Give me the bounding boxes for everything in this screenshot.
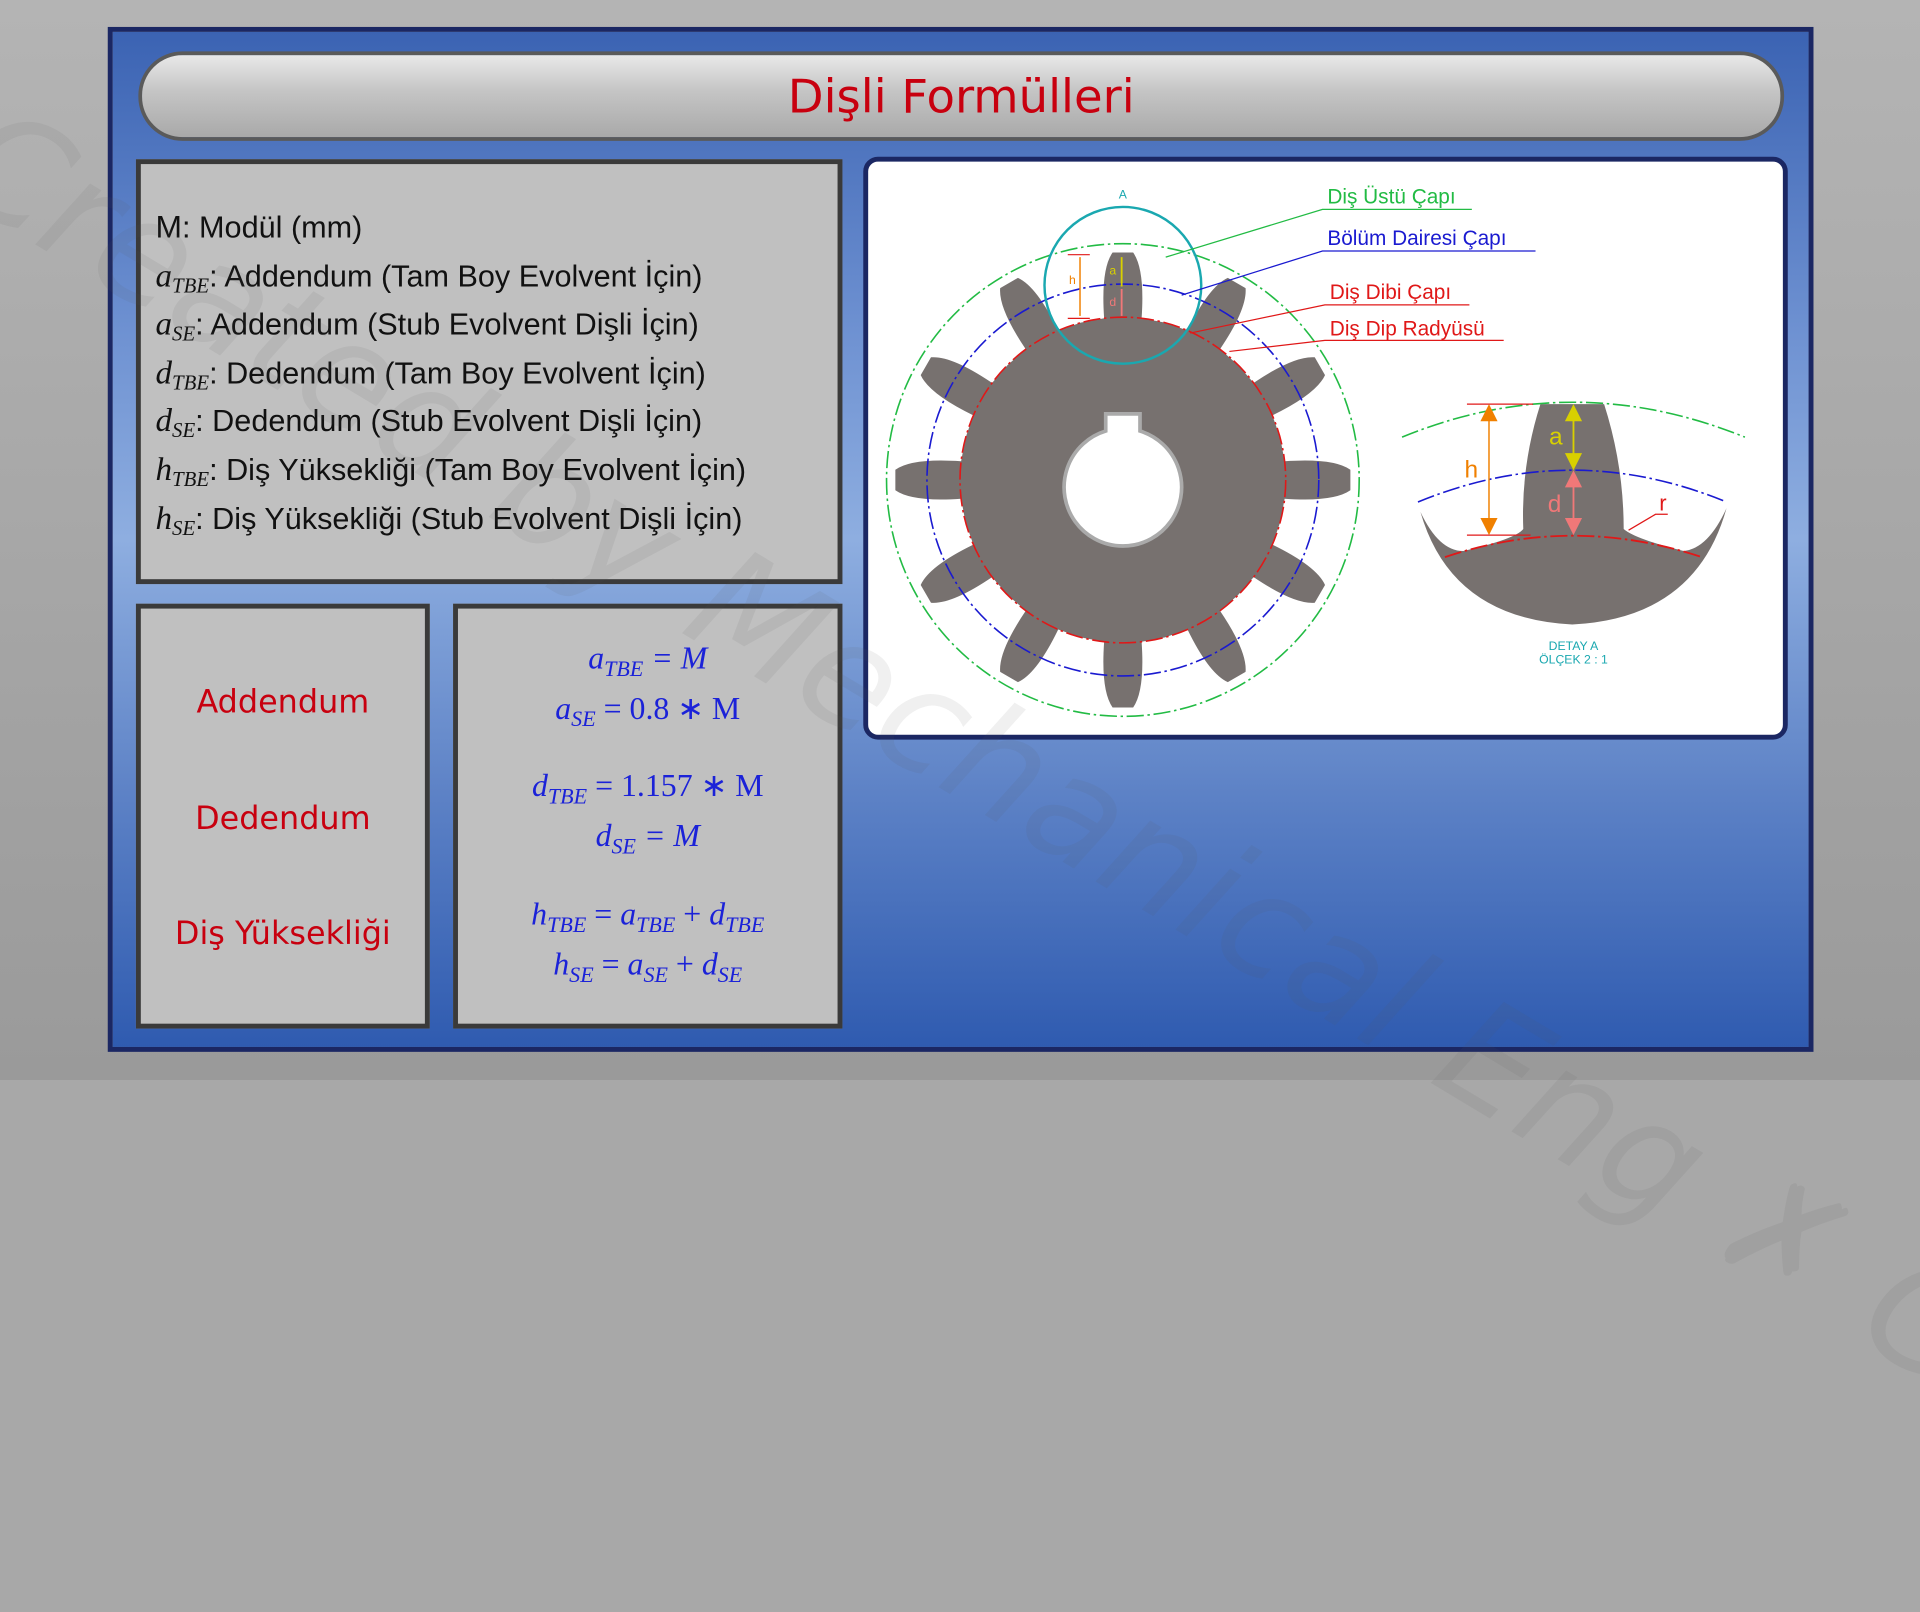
- definition-symbol: aTBE: [156, 257, 210, 299]
- definition-row: hSE : Diş Yüksekliği (Stub Evolvent Dişl…: [156, 499, 838, 547]
- gear-drawing: A h a d Diş Üstü Çapı Bölüm Dairesi Çapı…: [885, 185, 1746, 718]
- a-label-small: a: [1109, 263, 1116, 277]
- definition-row: aSE : Addendum (Stub Evolvent Dişli İçin…: [156, 305, 838, 353]
- definition-text: : Addendum (Stub Evolvent Dişli İçin): [195, 307, 699, 342]
- formulas-box: aTBE = M aSE = 0.8 ∗ M dTBE = 1.157 ∗ M …: [453, 603, 843, 1029]
- definition-text: : Diş Yüksekliği (Tam Boy Evolvent İçin): [209, 453, 747, 488]
- definition-symbol: dTBE: [156, 354, 210, 396]
- r-label: r: [1659, 491, 1666, 516]
- detail-title: DETAY A: [1549, 639, 1599, 653]
- definition-text: : Diş Yüksekliği (Stub Evolvent Dişli İç…: [195, 501, 743, 536]
- detail-circle: [1043, 205, 1203, 365]
- label-dedendum: Dedendum: [195, 800, 371, 838]
- formula-labels-box: Addendum Dedendum Diş Yüksekliği: [135, 603, 430, 1029]
- definition-symbol: dSE: [156, 402, 196, 444]
- symbol-sub: TBE: [172, 467, 210, 491]
- callout-pitch-diameter: Bölüm Dairesi Çapı: [1327, 227, 1506, 250]
- label-tooth-height: Diş Yüksekliği: [174, 915, 391, 953]
- detail-view: h a d r DETAY A ÖLÇEK 2 : 1: [1401, 401, 1746, 667]
- symbol-base: a: [155, 305, 173, 342]
- pitch-leader: [1181, 250, 1536, 296]
- detail-marker: A: [1119, 187, 1128, 201]
- callout-tip-diameter: Diş Üstü Çapı: [1327, 185, 1455, 208]
- symbol-base: h: [155, 450, 173, 488]
- formula-d-tbe: dTBE = 1.157 ∗ M: [531, 767, 764, 809]
- definition-row: hTBE : Diş Yüksekliği (Tam Boy Evolvent …: [156, 451, 838, 499]
- slide: Dişli Formülleri M : Modül (mm) aTBE : A…: [0, 0, 1920, 1081]
- bore-with-keyway: [1062, 412, 1184, 548]
- root-circle: [959, 316, 1287, 644]
- pitch-circle: [926, 283, 1320, 677]
- definition-symbol: aSE: [156, 305, 196, 347]
- symbol-base: h: [155, 499, 173, 536]
- symbol-base: d: [155, 402, 173, 439]
- definition-row: dTBE : Dedendum (Tam Boy Evolvent İçin): [156, 354, 838, 402]
- formula-a-tbe: aTBE = M: [588, 640, 708, 681]
- formula-h-tbe: hTBE = aTBE + dTBE: [531, 896, 765, 937]
- definition-row: aTBE : Addendum (Tam Boy Evolvent İçin): [156, 257, 838, 305]
- definitions-box: M : Modül (mm) aTBE : Addendum (Tam Boy …: [135, 159, 843, 585]
- symbol-sub: TBE: [172, 370, 210, 395]
- formula-d-se: dSE = M: [595, 817, 700, 859]
- symbol-sub: TBE: [172, 273, 210, 298]
- formula-a-se: aSE = 0.8 ∗ M: [555, 690, 741, 732]
- detail-scale: ÖLÇEK 2 : 1: [1539, 653, 1608, 667]
- tip-circle: [885, 242, 1360, 718]
- slide-title: Dişli Formülleri: [787, 69, 1135, 124]
- definition-text: : Modül (mm): [182, 210, 363, 245]
- callout-fillet-radius: Diş Dip Radyüsü: [1330, 318, 1485, 341]
- symbol-sub: SE: [172, 322, 196, 346]
- definition-text: : Dedendum (Tam Boy Evolvent İçin): [209, 356, 706, 391]
- gear-body: [895, 252, 1351, 708]
- definition-row: M : Modül (mm): [156, 208, 838, 256]
- label-addendum: Addendum: [196, 684, 370, 722]
- tip-leader: [1165, 208, 1472, 258]
- symbol-sub: SE: [172, 516, 196, 540]
- root-leader: [1190, 304, 1470, 334]
- symbol-sub: SE: [172, 419, 196, 443]
- definition-row: dSE : Dedendum (Stub Evolvent Dişli İçin…: [156, 402, 838, 450]
- definition-symbol: hSE: [156, 499, 196, 541]
- a-label: a: [1549, 423, 1563, 450]
- definition-text: : Dedendum (Stub Evolvent Dişli İçin): [195, 404, 703, 439]
- definition-text: : Addendum (Tam Boy Evolvent İçin): [209, 259, 703, 294]
- callout-root-diameter: Diş Dibi Çapı: [1330, 281, 1451, 304]
- fillet-leader: [1229, 339, 1504, 353]
- gear-drawing-panel: A h a d Diş Üstü Çapı Bölüm Dairesi Çapı…: [863, 156, 1788, 740]
- h-label: h: [1465, 457, 1479, 484]
- d-label-small: d: [1109, 295, 1116, 309]
- symbol-base: d: [155, 353, 173, 391]
- symbol-base: a: [155, 256, 173, 294]
- title-bar: Dişli Formülleri: [138, 51, 1785, 141]
- definition-symbol: M: [155, 208, 183, 245]
- d-label: d: [1548, 491, 1562, 518]
- definition-symbol: hTBE: [156, 451, 210, 493]
- h-label-small: h: [1069, 273, 1076, 287]
- formula-h-se: hSE = aSE + dSE: [553, 946, 743, 987]
